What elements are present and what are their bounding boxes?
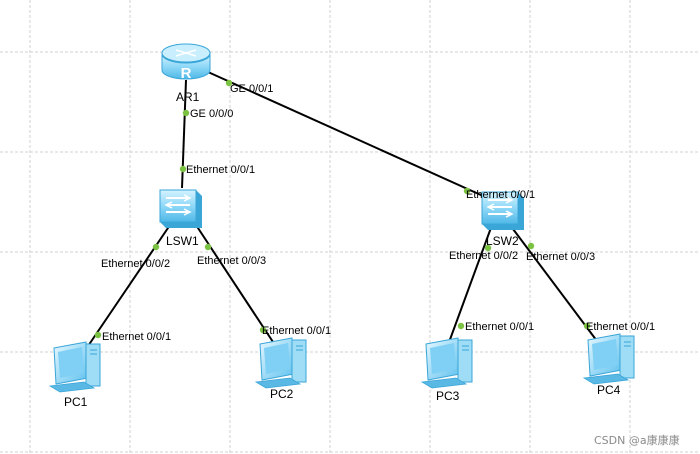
port-dot: [182, 109, 190, 117]
pc-icon: [254, 337, 307, 389]
port-dot: [94, 331, 102, 339]
port-label-pc3-e001: Ethernet 0/0/1: [465, 321, 534, 333]
pc-icon: [582, 333, 635, 385]
switch-lsw2[interactable]: LSW2: [481, 191, 524, 248]
router-ar1[interactable]: R AR1: [161, 43, 211, 104]
port-dot: [484, 244, 492, 252]
device-label-pc1: PC1: [64, 395, 88, 409]
port-dot: [463, 187, 471, 195]
port-label-lsw2-e001: Ethernet 0/0/1: [466, 189, 535, 201]
port-label-ar1-ge000: GE 0/0/0: [190, 108, 233, 120]
device-label-lsw2: LSW2: [486, 234, 519, 248]
switch-lsw1[interactable]: LSW1: [159, 189, 202, 248]
port-label-lsw1-e001: Ethernet 0/0/1: [186, 164, 255, 176]
port-dots: [94, 79, 591, 339]
switch-icon: [481, 191, 524, 230]
device-label-ar1: AR1: [176, 90, 200, 104]
port-dot: [583, 322, 591, 330]
pc-pc4[interactable]: PC4: [582, 333, 635, 397]
port-label-pc4-e001: Ethernet 0/0/1: [586, 321, 655, 333]
router-icon: R: [161, 43, 211, 82]
port-dot: [179, 165, 187, 173]
port-label-lsw2-e003: Ethernet 0/0/3: [526, 251, 595, 263]
router-glyph: R: [181, 65, 192, 82]
port-label-pc2-e001: Ethernet 0/0/1: [262, 325, 331, 337]
port-dot: [152, 243, 160, 251]
port-label-pc1-e001: Ethernet 0/0/1: [102, 331, 171, 343]
pc-pc3[interactable]: PC3: [420, 337, 473, 403]
port-dot: [457, 322, 465, 330]
switch-icon: [159, 189, 202, 228]
port-label-ar1-ge001: GE 0/0/1: [230, 83, 273, 95]
port-dot: [204, 243, 212, 251]
port-dot: [225, 79, 233, 87]
link-ar1-lsw2[interactable]: [207, 71, 493, 201]
port-labels: GE 0/0/1 GE 0/0/0 Ethernet 0/0/1 Etherne…: [101, 83, 655, 343]
port-dot: [527, 242, 535, 250]
pc-icon: [48, 341, 101, 393]
device-label-pc4: PC4: [597, 383, 621, 397]
pc-pc2[interactable]: PC2: [254, 337, 307, 401]
device-label-pc2: PC2: [270, 387, 294, 401]
link-lsw2-pc3[interactable]: [447, 224, 493, 346]
port-label-lsw1-e003: Ethernet 0/0/3: [197, 255, 266, 267]
watermark: CSDN @a康康康: [594, 433, 680, 447]
device-label-lsw1: LSW1: [166, 234, 199, 248]
port-label-lsw2-e002: Ethernet 0/0/2: [449, 250, 518, 262]
pc-pc1[interactable]: PC1: [48, 341, 101, 409]
port-label-lsw1-e002: Ethernet 0/0/2: [101, 258, 170, 270]
device-label-pc3: PC3: [436, 389, 460, 403]
pc-icon: [420, 337, 473, 389]
port-dot: [259, 326, 267, 334]
